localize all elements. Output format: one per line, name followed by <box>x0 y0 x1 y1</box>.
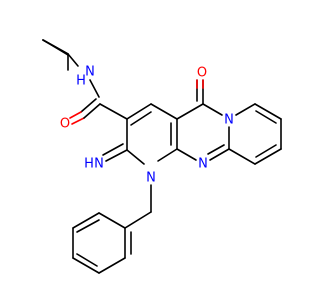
atom-benzyl-n: N <box>146 171 156 186</box>
bond-c7-c8 <box>254 103 282 120</box>
bond-n11-c10a <box>176 148 197 161</box>
bond-c2-imine-double <box>102 143 124 156</box>
bond-c3-c4 <box>126 103 152 120</box>
bond-ch2-n <box>67 53 79 67</box>
bond-c4-c4a <box>150 103 178 120</box>
bond-ph-5d <box>76 219 100 233</box>
bond-co-red-b <box>69 111 82 119</box>
bond-c-n11 <box>209 148 230 161</box>
bond-c3-c4-double <box>130 111 152 126</box>
bond-n6-c7 <box>235 103 256 116</box>
bond-ph-2 <box>98 257 126 274</box>
structure-diagram: H N O O N N N H N <box>42 39 282 274</box>
atom-ring-n-fused: N <box>224 113 234 128</box>
bond-c2-imine <box>105 149 128 162</box>
atom-amide-n: N <box>85 65 95 80</box>
atom-imine-n: N <box>94 157 104 172</box>
bond-co-red-a <box>71 117 85 125</box>
atom-ketone-o: O <box>197 66 207 81</box>
bond-c10-c10b <box>228 148 256 165</box>
bond-c9-c10-double <box>255 144 277 158</box>
atom-amide-h: H <box>76 74 86 89</box>
bond-ch2-ph <box>124 211 152 229</box>
bond-c5-n6 <box>202 103 223 116</box>
bond-ph-3d <box>76 253 98 267</box>
bond-c9-c10 <box>254 148 282 165</box>
bond-n-carbonyl <box>89 79 100 98</box>
bond-ph-3 <box>72 257 100 274</box>
bond-n1-c2 <box>126 149 145 165</box>
molecule-canvas: H N O O N N N H N <box>42 39 282 274</box>
atom-imine-h: H <box>84 157 94 172</box>
bond-c10a-n1 <box>157 148 178 162</box>
bond-c7-c8-double <box>255 110 277 124</box>
atom-ring-n-bridge: N <box>198 157 208 172</box>
bond-ethyl-1 <box>42 39 69 55</box>
bond-co-black-b <box>80 98 97 113</box>
bond-carbonyl-c3 <box>99 103 128 120</box>
bond-ph-6 <box>98 212 126 229</box>
bond-c-n11-double <box>207 144 225 155</box>
bond-co-black-a <box>83 103 101 119</box>
atom-amide-o: O <box>60 117 70 132</box>
bond-c4a-c5 <box>176 103 204 120</box>
bond-ph-5 <box>72 212 100 229</box>
